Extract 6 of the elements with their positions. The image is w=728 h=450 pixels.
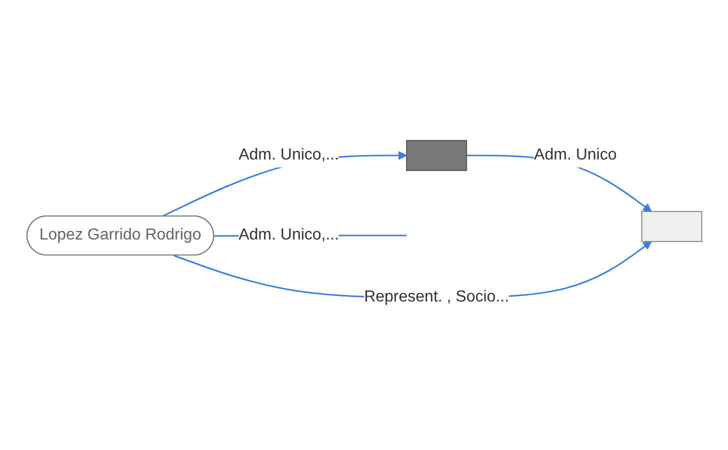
node-box	[640, 211, 702, 242]
edge-label: Adm. Unico,...	[238, 146, 339, 164]
edge-label: Adm. Unico,...	[238, 226, 339, 244]
edge-label: Represent. , Socio...	[364, 288, 509, 306]
edge-label: Adm. Unico	[534, 146, 616, 164]
node-building	[406, 140, 467, 171]
